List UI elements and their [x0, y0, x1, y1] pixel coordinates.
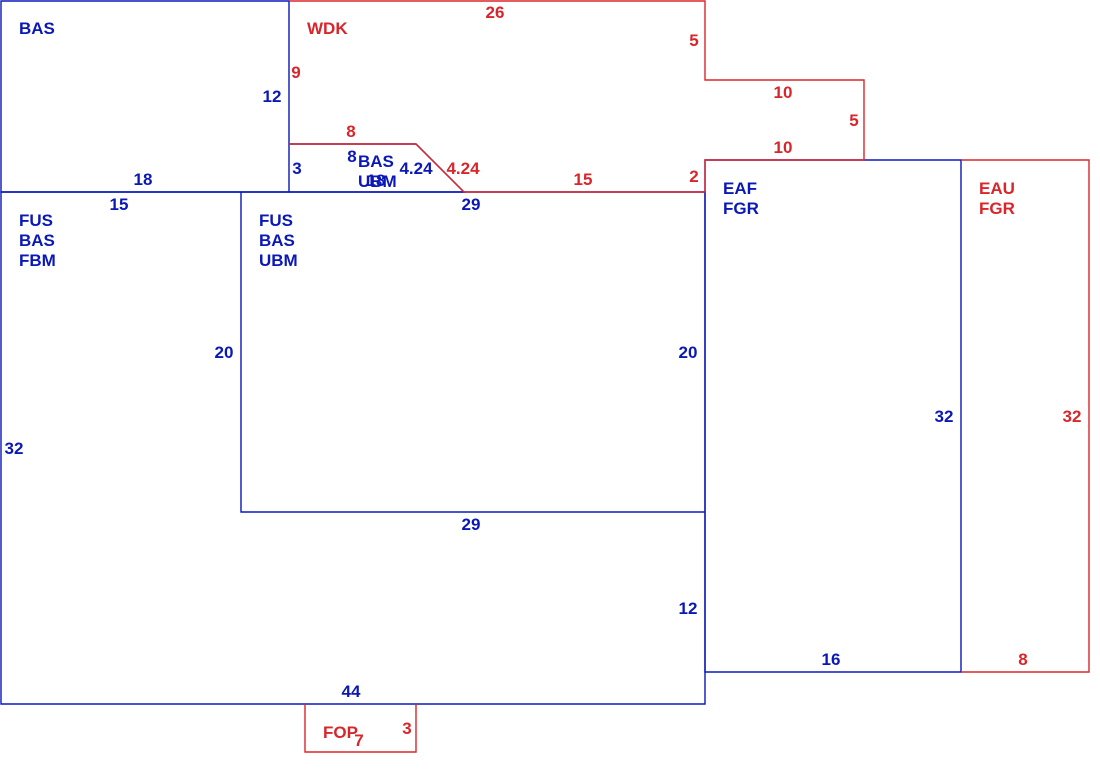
bas-upper-label: BAS	[19, 19, 55, 38]
fop-label: FOP	[323, 723, 358, 742]
fop-outline	[304, 704, 417, 753]
dim-fbm-top: 15	[110, 195, 129, 214]
fus-bas-ubm-outline	[240, 192, 705, 513]
dim-eaf-right: 32	[935, 407, 954, 426]
dim-eaf-bottom: 16	[822, 650, 841, 669]
dim-wdk-ledge: 8	[346, 122, 355, 141]
eaf-fgr-label-line2: FGR	[723, 199, 759, 218]
eau-fgr-label-line2: FGR	[979, 199, 1015, 218]
fus-bas-ubm-label-line1: FUS	[259, 211, 293, 230]
dim-fbm-inner-right: 20	[215, 343, 234, 362]
dim-fop-bottom: 7	[354, 731, 363, 750]
dim-fbm-left: 32	[5, 439, 24, 458]
dim-bas-small-top: 8	[347, 147, 356, 166]
dim-fop-right: 3	[402, 719, 411, 738]
dim-ubm-bottom: 29	[462, 515, 481, 534]
dim-bas-small-bottom: 18	[367, 171, 386, 190]
dim-wdk-step-right: 5	[849, 111, 858, 130]
dim-wdk-top: 26	[486, 3, 505, 22]
wdk-outline	[289, 0, 865, 193]
fus-bas-fbm-label-line1: FUS	[19, 211, 53, 230]
eau-fgr-label-line1: EAU	[979, 179, 1015, 198]
fus-bas-fbm-label-line2: BAS	[19, 231, 55, 250]
dim-wdk-step-top: 10	[774, 83, 793, 102]
dim-wdk-inner-right: 2	[689, 167, 698, 186]
dim-eau-bottom: 8	[1018, 650, 1027, 669]
dim-wdk-step-bottom: 10	[774, 138, 793, 157]
dim-bas-upper-bottom: 18	[134, 170, 153, 189]
dim-bas-small-diag: 4.24	[399, 159, 433, 178]
wdk-label: WDK	[307, 19, 348, 38]
dim-main-right-lower: 12	[679, 599, 698, 618]
main-floor-outline	[0, 191, 706, 705]
dim-wdk-diag: 4.24	[446, 159, 480, 178]
eau-fgr-outline	[961, 159, 1090, 673]
dim-wdk-right-step: 5	[689, 31, 698, 50]
dim-wdk-left: 9	[291, 63, 300, 82]
fus-bas-ubm-label-line3: UBM	[259, 251, 298, 270]
bas-ubm-small-label-line1: BAS	[358, 152, 394, 171]
eaf-fgr-label-line1: EAF	[723, 179, 757, 198]
fus-bas-ubm-label-line2: BAS	[259, 231, 295, 250]
dim-bas-upper-right: 12	[263, 87, 282, 106]
dim-main-bottom: 44	[342, 682, 361, 701]
dim-ubm-top: 29	[462, 195, 481, 214]
bas-ubm-small-label-line2: UBM	[358, 172, 397, 191]
dim-wdk-bottom: 15	[574, 170, 593, 189]
dim-eau-right: 32	[1063, 407, 1082, 426]
eaf-fgr-outline	[704, 159, 962, 673]
dim-bas-small-left: 3	[292, 159, 301, 178]
dim-ubm-right: 20	[679, 343, 698, 362]
fus-bas-fbm-label-line3: FBM	[19, 251, 56, 270]
